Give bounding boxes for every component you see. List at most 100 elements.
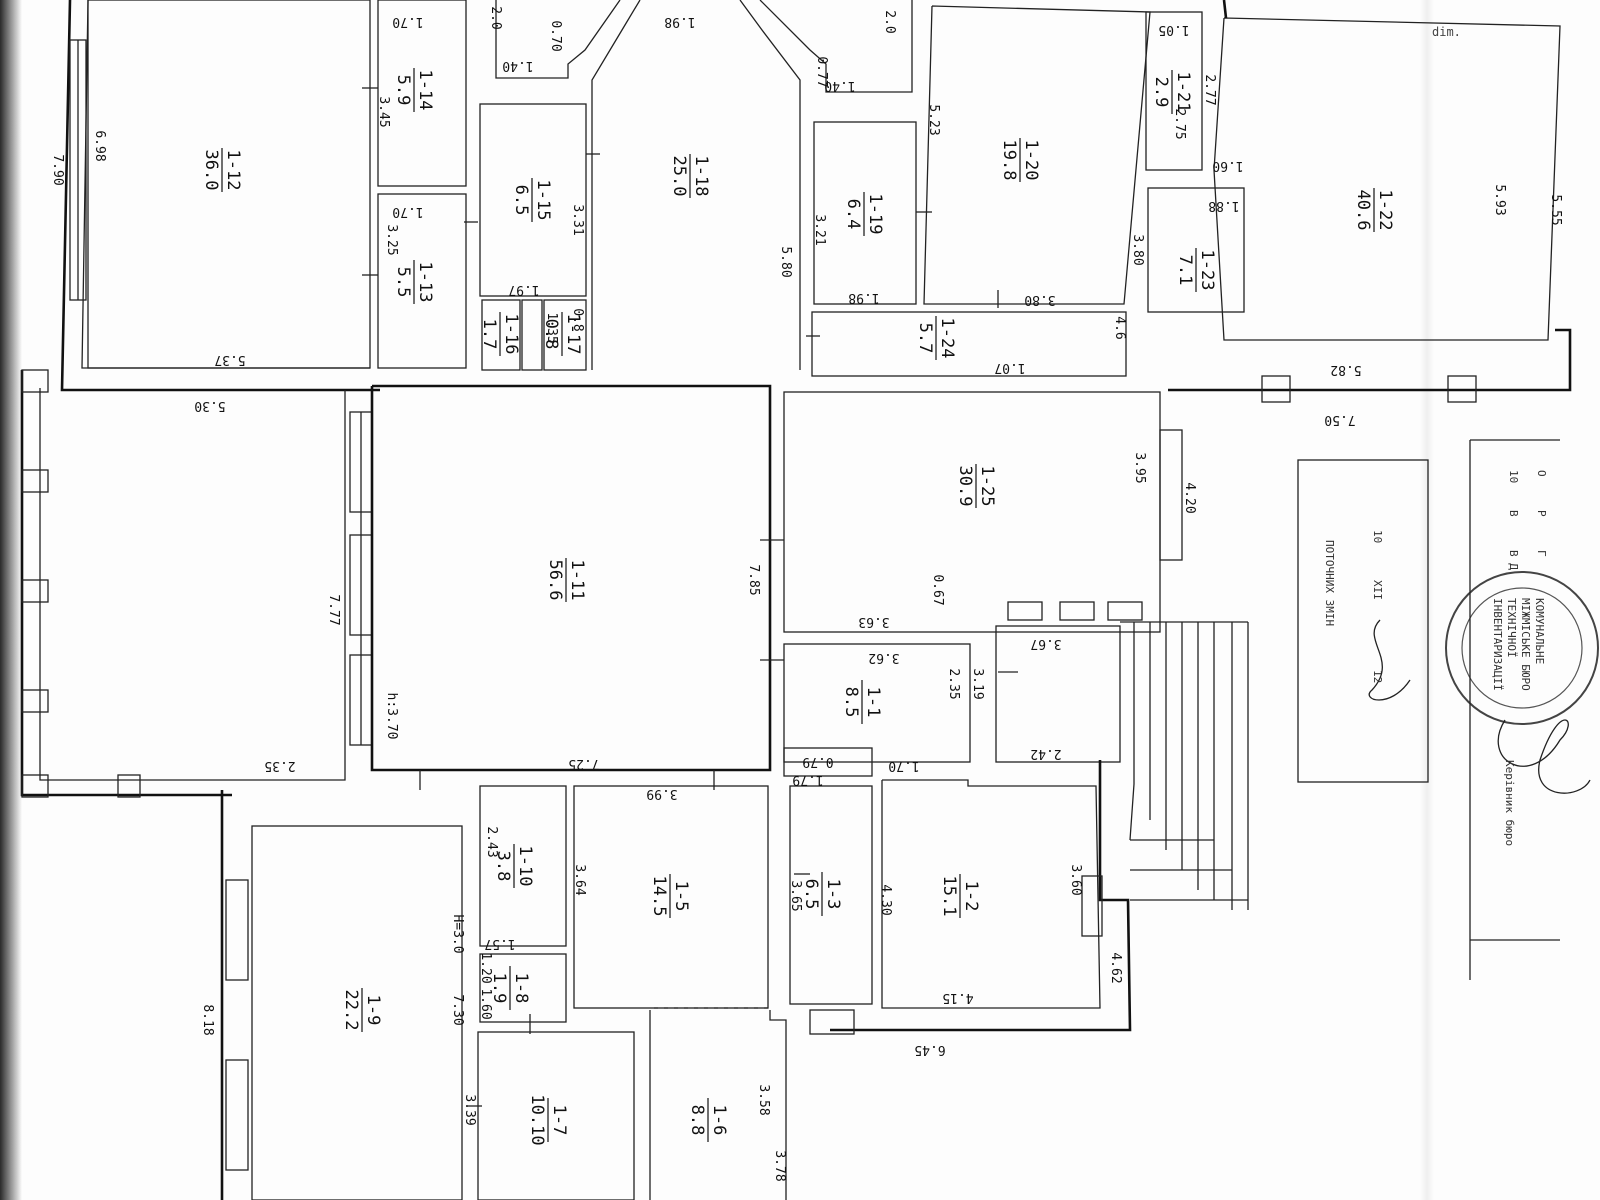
dimension-label: 1.60 [1212, 158, 1243, 173]
stamp-col-value-2: В Д [1507, 550, 1520, 570]
room-area: 40.6 [1353, 190, 1373, 231]
dimension-label: 5.82 [1330, 362, 1361, 377]
room-label-1-5: 1-514.5 [649, 874, 691, 918]
room-label-1-19: 1-196.4 [843, 192, 885, 236]
room-label-1-16: 1-161.7 [479, 312, 521, 356]
dimension-label: 1.70 [888, 758, 919, 773]
dimension-value: H=3.0 [450, 914, 465, 953]
dimension-value: 3.62 [868, 650, 899, 665]
room-code: 1-20 [1021, 140, 1041, 181]
wall-lines [20, 0, 1572, 1200]
dimension-label: 3.63 [858, 614, 889, 629]
dimension-label: 5.93 [1492, 184, 1507, 215]
dimension-value: 3.19 [970, 668, 985, 699]
dimension-value: 2.42 [1030, 746, 1061, 761]
stamp-month: XII [1371, 580, 1384, 600]
dimension-value: 6.45 [914, 1042, 945, 1057]
dimension-label: 1.57 [484, 936, 515, 951]
room-code: 1-5 [671, 881, 691, 912]
room-area: 1.7 [479, 319, 499, 350]
dimension-value: 2.0 [488, 6, 503, 29]
dimension-value: 2.43 [484, 826, 499, 857]
dimension-label: 3.58 [756, 1084, 771, 1115]
dimension-value: 1.60 [478, 988, 493, 1019]
dimension-value: 7.77 [326, 594, 341, 625]
dimension-label: 5.55 [1548, 194, 1563, 225]
room-area: 6.5 [801, 879, 821, 910]
dimension-label: 4.30 [878, 884, 893, 915]
dimension-value: 1.70 [888, 758, 919, 773]
room-area: 15.1 [939, 876, 959, 917]
dimension-value: 3.39 [462, 1094, 477, 1125]
room-label-1-3: 1-36.5 [801, 872, 843, 916]
dimension-value: 1.70 [392, 14, 423, 29]
room-area: 14.5 [649, 876, 669, 917]
dimension-label: 5.37 [214, 352, 245, 367]
room-code: 1-18 [691, 156, 711, 197]
dimension-label: 7.85 [746, 564, 761, 595]
dimension-value: 0.77 [814, 56, 829, 87]
dimension-value: 3.78 [772, 1150, 787, 1181]
dimension-label: 4.6 [1112, 316, 1127, 339]
dimension-label: 3.60 [1068, 864, 1083, 895]
dimension-value: 5.93 [1492, 184, 1507, 215]
dimension-value: 3.60 [1068, 864, 1083, 895]
room-label-1-15: 1-156.5 [511, 178, 553, 222]
room-code: 1-6 [709, 1105, 729, 1136]
dimension-label: 2.35 [264, 758, 295, 773]
dimension-value: 5.80 [778, 246, 793, 277]
room-label-1-21: 1-212.9 [1151, 70, 1193, 114]
dimension-value: 3.31 [570, 204, 585, 235]
room-code: 1-21 [1173, 72, 1193, 113]
stamp-col-value-1: В [1507, 510, 1520, 517]
dimension-label: 3.80 [1024, 292, 1055, 307]
room-label-1-17: 1-170.8 [541, 312, 583, 356]
dimension-value: 3.45 [376, 96, 391, 127]
dimension-value: 3.25 [384, 224, 399, 255]
room-area: 8.5 [841, 687, 861, 718]
dimension-value: 5.82 [1330, 362, 1361, 377]
dimension-value: 3.65 [788, 880, 803, 911]
room-code: 1-13 [415, 262, 435, 303]
dimension-value: 3.64 [572, 864, 587, 895]
dimension-label: 3.31 [570, 204, 585, 235]
dimension-value: 3.99 [646, 786, 677, 801]
dimension-label: 1.40 [502, 58, 533, 73]
dimension-value: 4.15 [942, 990, 973, 1005]
dimension-label: 5.30 [194, 398, 225, 413]
room-code: 1-3 [823, 879, 843, 910]
room-area: 56.6 [545, 560, 565, 601]
dimension-value: 3.21 [812, 214, 827, 245]
dimension-value: 0.8 [570, 308, 585, 331]
dimension-value: 0.79 [802, 754, 833, 769]
room-label-1-8: 1-81.9 [489, 966, 531, 1010]
dimension-value: 1.60 [1212, 158, 1243, 173]
dimension-value: 1.88 [1208, 198, 1239, 213]
dimension-label: 1.98 [848, 290, 879, 305]
room-code: 1-7 [549, 1105, 569, 1136]
dimension-value: 1.40 [502, 58, 533, 73]
dimension-label: 7.30 [450, 994, 465, 1025]
dimension-labels: 7.906.985.375.307.772.35h:3.707.257.853.… [50, 6, 1563, 1181]
seal-line-4: ІНВЕНТАРИЗАЦІЇ [1491, 598, 1504, 691]
room-code: 1-12 [223, 150, 243, 191]
room-code: 1-9 [363, 995, 383, 1026]
room-code: 1-11 [567, 560, 587, 601]
room-area: 36.0 [201, 150, 221, 191]
dimension-label: 2.77 [1202, 74, 1217, 105]
dimension-label: 1.05 [1158, 22, 1189, 37]
dimension-value: 1.35 [544, 312, 559, 343]
dimension-value: 8.18 [200, 1004, 215, 1035]
dimension-label: 3.67 [1030, 636, 1061, 651]
seal-caption: Керівник бюро [1503, 760, 1516, 846]
dimension-label: 6.98 [92, 130, 107, 161]
dimension-value: 2.35 [946, 668, 961, 699]
room-code: 1-10 [515, 846, 535, 887]
dimension-label: h:3.70 [384, 693, 399, 740]
dimension-label: 3.21 [812, 214, 827, 245]
dimension-value: h:3.70 [384, 693, 399, 740]
dimension-value: 3.80 [1024, 292, 1055, 307]
